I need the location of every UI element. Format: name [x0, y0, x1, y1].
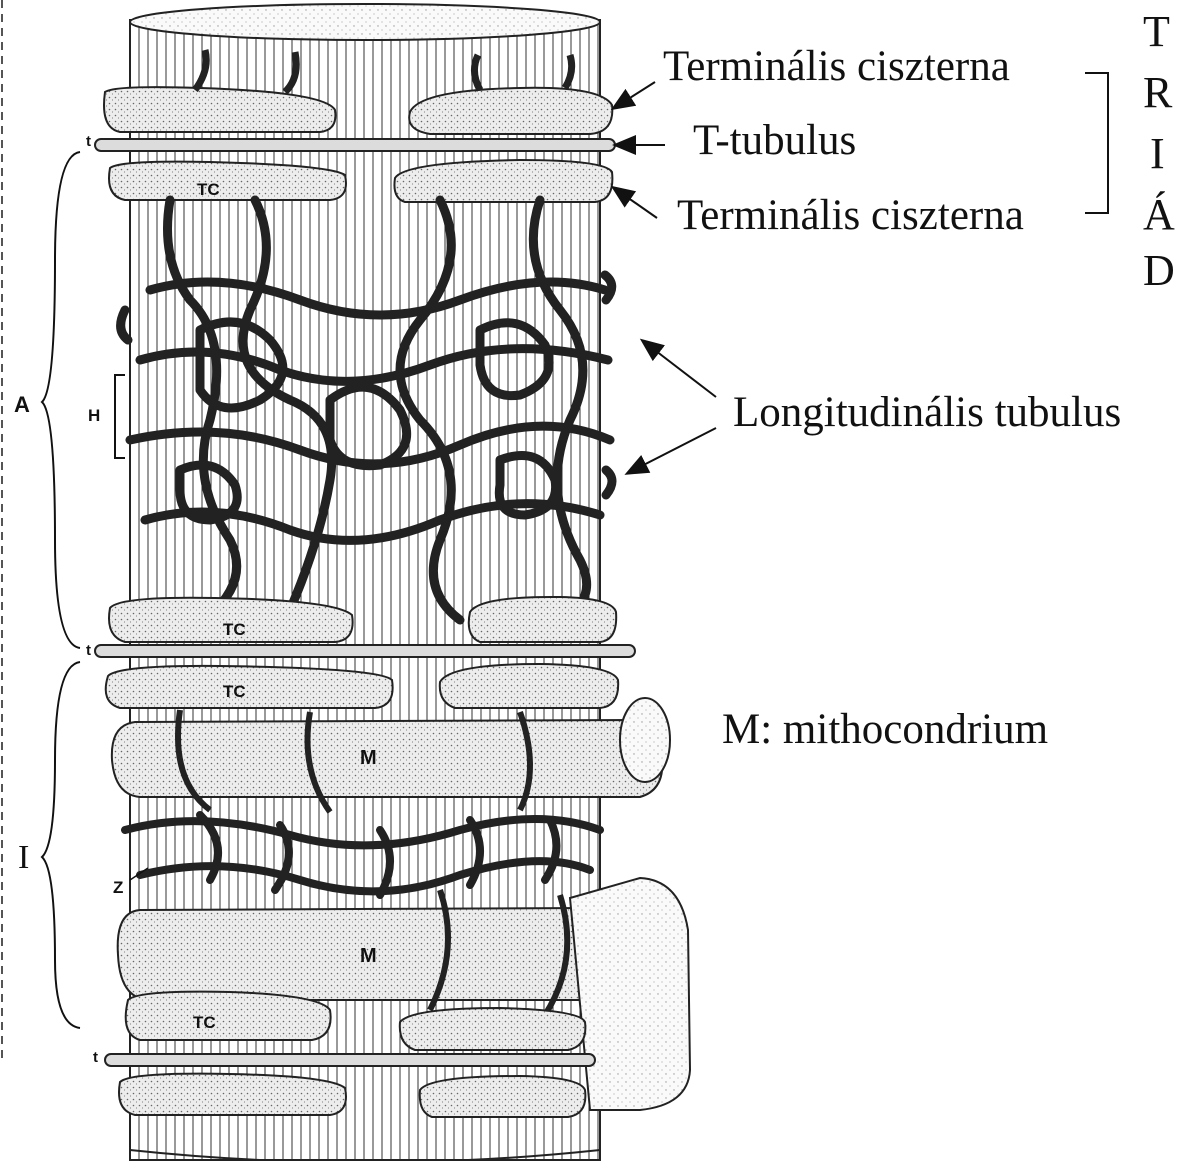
- triad-bracket: [1085, 73, 1108, 213]
- triad-letter: T: [1143, 7, 1170, 56]
- label-tc: TC: [223, 620, 246, 639]
- label-tc: TC: [197, 180, 220, 199]
- label-t-top: t: [86, 133, 91, 150]
- label-tc: TC: [193, 1013, 216, 1032]
- triad-letter: D: [1143, 246, 1175, 295]
- triad-letter: Á: [1143, 190, 1175, 239]
- a-band-brace: [42, 152, 80, 648]
- arrow-longitudinal-lower: [628, 428, 716, 473]
- label-terminal-cistern-top: Terminális ciszterna: [663, 43, 1010, 90]
- label-mitochondrion-legend: M: mithocondrium: [722, 706, 1048, 753]
- triad-letter: I: [1150, 129, 1165, 178]
- label-a-band: A: [14, 392, 30, 417]
- label-mitochondrion: M: [360, 747, 377, 769]
- i-band-brace: [42, 662, 80, 1028]
- label-i-band: I: [18, 839, 29, 876]
- label-t-bottom: t: [93, 1049, 98, 1066]
- arrow-terminal-cistern-bottom: [614, 188, 657, 218]
- triad-letter: R: [1143, 68, 1173, 117]
- arrow-terminal-cistern-top: [614, 82, 655, 108]
- label-longitudinal-tubule: Longitudinális tubulus: [733, 389, 1121, 436]
- label-h-zone: H: [88, 406, 100, 425]
- label-t-middle: t: [86, 642, 91, 659]
- label-mitochondrion: M: [360, 945, 377, 967]
- h-zone-bracket: [115, 375, 125, 458]
- label-t-tubule: T-tubulus: [693, 117, 856, 164]
- label-tc: TC: [223, 682, 246, 701]
- triad-vertical-label: T R I Á D: [1143, 7, 1175, 295]
- label-z-line: Z: [113, 878, 123, 897]
- label-terminal-cistern-bottom: Terminális ciszterna: [677, 192, 1024, 239]
- arrow-longitudinal-upper: [643, 341, 716, 397]
